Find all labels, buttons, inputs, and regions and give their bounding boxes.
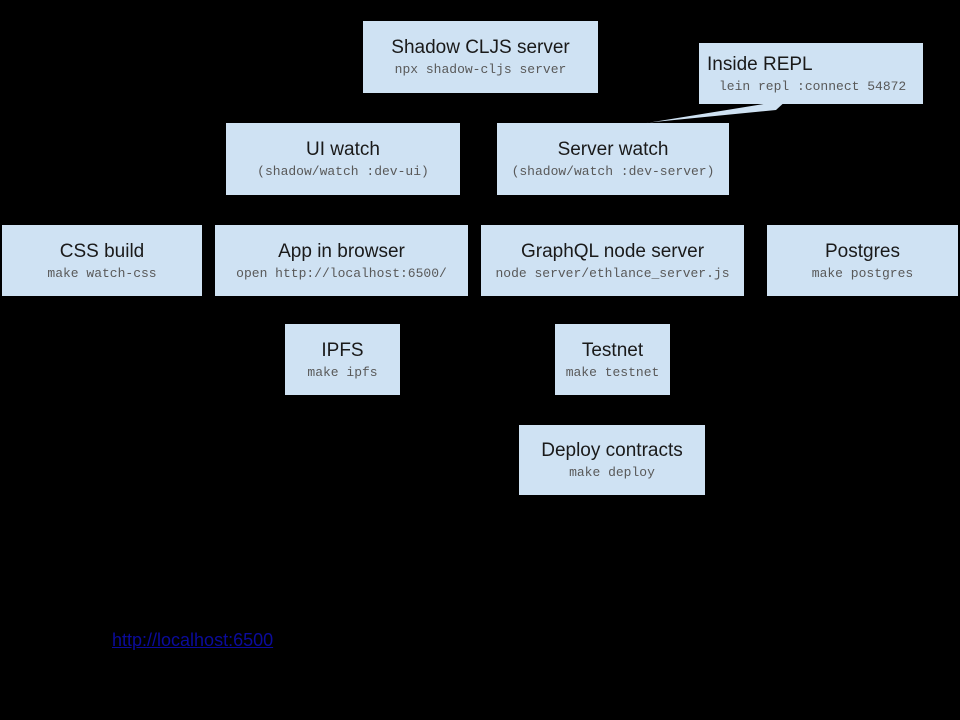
node-subtitle: make watch-css — [47, 265, 157, 281]
diagram-node-ipfs[interactable]: IPFS make ipfs — [285, 324, 400, 395]
diagram-node-deploy-contracts[interactable]: Deploy contracts make deploy — [519, 425, 705, 495]
node-title: Testnet — [581, 339, 644, 361]
node-title: GraphQL node server — [520, 240, 705, 262]
diagram-node-graphql-node-server[interactable]: GraphQL node server node server/ethlance… — [481, 225, 744, 296]
node-title: Inside REPL — [707, 53, 813, 75]
node-subtitle: (shadow/watch :dev-server) — [511, 164, 715, 179]
node-title: Server watch — [557, 139, 669, 160]
node-subtitle: make testnet — [565, 364, 660, 380]
diagram-node-server-watch[interactable]: Server watch (shadow/watch :dev-server) — [497, 123, 729, 195]
node-subtitle: node server/ethlance_server.js — [495, 265, 730, 281]
diagram-node-css-build[interactable]: CSS build make watch-css — [2, 225, 202, 296]
diagram-node-postgres[interactable]: Postgres make postgres — [767, 225, 958, 296]
localhost-link[interactable]: http://localhost:6500 — [112, 630, 274, 650]
node-subtitle: open http://localhost:6500/ — [236, 265, 447, 281]
diagram-node-shadow-cljs-server[interactable]: Shadow CLJS server npx shadow-cljs serve… — [363, 21, 598, 93]
node-title: UI watch — [306, 139, 380, 160]
node-subtitle: make deploy — [569, 465, 655, 480]
diagram-node-app-in-browser[interactable]: App in browser open http://localhost:650… — [215, 225, 468, 296]
node-title: Postgres — [825, 240, 900, 262]
diagram-node-testnet[interactable]: Testnet make testnet — [555, 324, 670, 395]
node-subtitle: make postgres — [811, 265, 914, 281]
node-title: Shadow CLJS server — [391, 37, 570, 58]
node-title: App in browser — [278, 240, 405, 262]
node-subtitle: (shadow/watch :dev-ui) — [257, 164, 429, 179]
node-title: Deploy contracts — [541, 440, 683, 461]
diagram-node-inside-repl[interactable]: Inside REPL lein repl :connect 54872 — [699, 43, 923, 104]
node-title: CSS build — [59, 240, 145, 262]
node-subtitle: make ipfs — [307, 364, 378, 380]
node-subtitle: npx shadow-cljs server — [394, 62, 567, 77]
node-title: IPFS — [321, 339, 364, 361]
node-subtitle: lein repl :connect 54872 — [719, 78, 907, 94]
diagram-node-ui-watch[interactable]: UI watch (shadow/watch :dev-ui) — [226, 123, 460, 195]
